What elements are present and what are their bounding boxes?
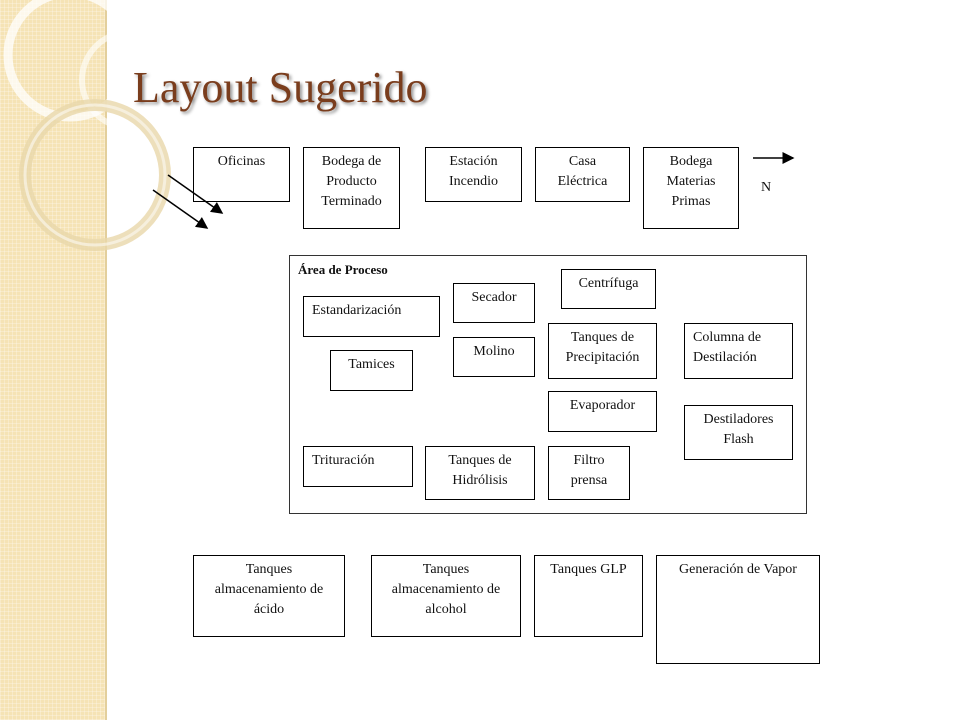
- box-evaporador: Evaporador: [548, 391, 657, 432]
- box-generacion-vapor: Generación de Vapor: [656, 555, 820, 664]
- box-tanques-hidrolisis: Tanques de Hidrólisis: [425, 446, 535, 500]
- box-trituracion: Trituración: [303, 446, 413, 487]
- box-tanques-alcohol: Tanques almacenamiento de alcohol: [371, 555, 521, 637]
- box-bodega-producto-terminado: Bodega de Producto Terminado: [303, 147, 400, 229]
- box-tanques-glp: Tanques GLP: [534, 555, 643, 637]
- box-casa-electrica: Casa Eléctrica: [535, 147, 630, 202]
- box-destiladores-flash: Destiladores Flash: [684, 405, 793, 460]
- box-filtro-prensa: Filtro prensa: [548, 446, 630, 500]
- wind-arrow-1: [167, 174, 224, 214]
- process-area-label: Área de Proceso: [298, 262, 388, 277]
- north-label: N: [761, 180, 772, 195]
- page-title: Layout Sugerido: [133, 63, 428, 112]
- box-columna-destilacion: Columna de Destilación: [684, 323, 793, 379]
- box-oficinas: Oficinas: [193, 147, 290, 202]
- box-bodega-materias-primas: Bodega Materias Primas: [643, 147, 739, 229]
- box-centrifuga: Centrífuga: [561, 269, 656, 309]
- wind-arrow-2: [152, 189, 209, 229]
- box-estacion-incendio: Estación Incendio: [425, 147, 522, 202]
- box-tanques-precipitacion: Tanques de Precipitación: [548, 323, 657, 379]
- decorative-circles: [3, 0, 181, 251]
- box-tanques-acido: Tanques almacenamiento de ácido: [193, 555, 345, 637]
- box-estandarizacion: Estandarización: [303, 296, 440, 337]
- box-molino: Molino: [453, 337, 535, 377]
- side-band-divider: [105, 0, 107, 720]
- box-secador: Secador: [453, 283, 535, 323]
- box-tamices: Tamices: [330, 350, 413, 391]
